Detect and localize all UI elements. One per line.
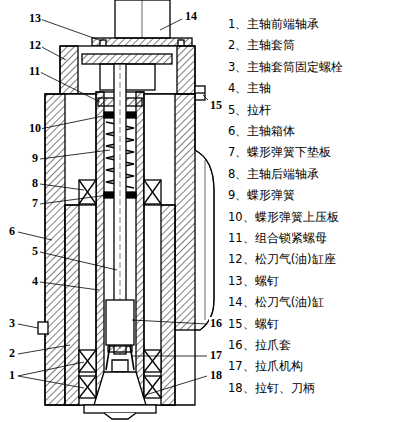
callout-number: 15 [209, 99, 223, 112]
part-name: 9、蝶形弹簧 [228, 189, 295, 202]
leader-lines [18, 19, 208, 396]
part-name: 7、蝶形弹簧下垫板 [228, 146, 331, 159]
callout-number: 2 [8, 347, 16, 360]
callout-number: 5 [31, 245, 39, 258]
part-name: 18、拉钉、刀柄 [228, 382, 315, 395]
callout-number: 7 [31, 197, 39, 210]
callout-number: 17 [209, 349, 223, 362]
callout-number: 14 [184, 10, 198, 23]
part-name: 16、拉爪套 [228, 339, 291, 352]
callout-number: 3 [8, 317, 16, 330]
callout-number: 6 [8, 225, 16, 238]
callout-number: 8 [31, 177, 39, 190]
callout-number: 18 [209, 369, 223, 382]
callout-number: 9 [31, 152, 39, 165]
part-name: 13、螺钉 [228, 275, 279, 288]
part-name: 14、松刀气(油)缸 [228, 296, 324, 309]
callout-number: 13 [28, 12, 42, 25]
part-name: 8、主轴后端轴承 [228, 168, 319, 181]
part-name: 4、主轴 [228, 82, 271, 95]
callout-number: 10 [28, 122, 42, 135]
part-name: 5、拉杆 [228, 104, 271, 117]
release-cylinder [115, 0, 170, 38]
part-name: 1、主轴前端轴承 [228, 18, 319, 31]
part-name: 12、松刀气(油)缸座 [228, 253, 336, 266]
callout-number: 4 [31, 275, 39, 288]
part-name: 2、主轴套筒 [228, 39, 295, 52]
part-name: 3、主轴套筒固定螺栓 [228, 61, 343, 74]
callout-number: 1 [8, 369, 16, 382]
part-name: 17、拉爪机构 [228, 360, 303, 373]
part-name: 15、螺钉 [228, 318, 279, 331]
callout-number: 12 [28, 39, 42, 52]
callout-number: 11 [28, 65, 41, 78]
part-name: 11、组合锁紧螺母 [228, 232, 327, 245]
part-name: 10、蝶形弹簧上压板 [228, 211, 339, 224]
part-name: 6、主轴箱体 [228, 125, 295, 138]
callout-number: 16 [209, 317, 223, 330]
